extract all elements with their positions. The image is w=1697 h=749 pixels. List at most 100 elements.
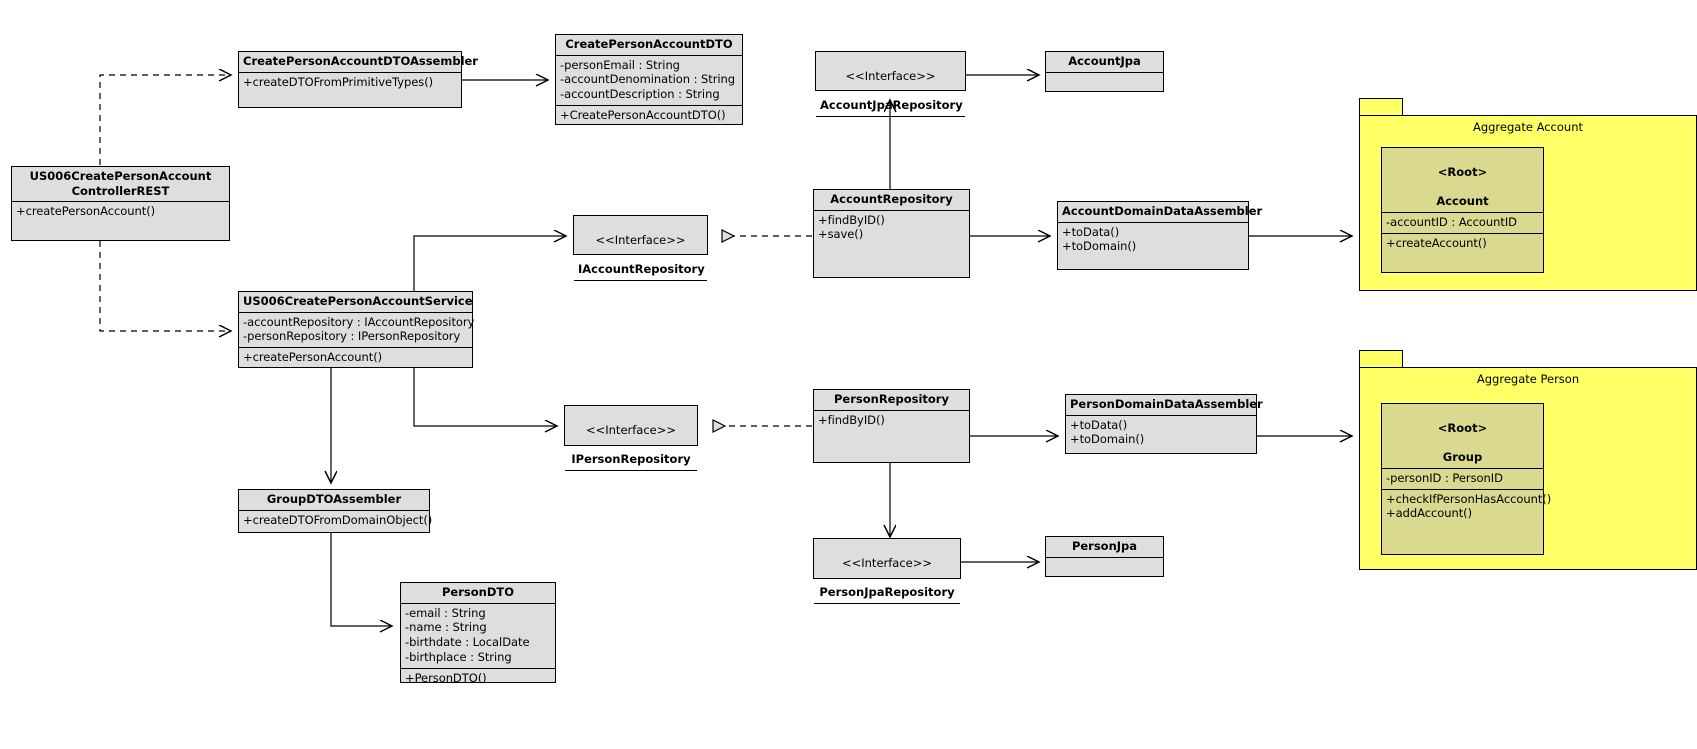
class-method: +CreatePersonAccountDTO()	[560, 107, 726, 122]
edge-groupdtoassembler-to-persondto	[330, 533, 392, 626]
package-aggregate-person[interactable]: Aggregate Person <Root> Group -personID …	[1359, 350, 1697, 570]
class-methods-compartment: +createDTOFromPrimitiveTypes()	[239, 73, 461, 111]
class-box-iaccountrepository[interactable]: <<Interface>> IAccountRepository	[573, 215, 708, 281]
class-title: PersonDTO	[401, 583, 555, 604]
class-methods-compartment: +PersonDTO()	[401, 669, 555, 689]
class-title: US006CreatePersonAccountService	[239, 292, 473, 313]
class-attribute: -accountDenomination : String	[560, 72, 736, 87]
class-title: GroupDTOAssembler	[239, 490, 429, 511]
class-method: +addAccount()	[1386, 506, 1473, 521]
class-members-compartment	[1046, 558, 1163, 580]
class-title: AccountJpa	[1046, 52, 1163, 73]
interface-members-compartment	[574, 281, 707, 293]
class-attribute: -birthdate : LocalDate	[405, 635, 530, 650]
interface-name: PersonJpaRepository	[819, 585, 955, 600]
stereotype-label: <<Interface>>	[845, 68, 936, 83]
interface-title: <<Interface>> IPersonRepository	[565, 406, 697, 471]
class-methods-compartment: +findByID() +save()	[814, 211, 969, 281]
interface-title: <<Interface>> IAccountRepository	[574, 216, 707, 281]
class-box-personrepository[interactable]: PersonRepository +findByID()	[813, 389, 970, 463]
class-box-createpersonaccountdtoassembler[interactable]: CreatePersonAccountDTOAssembler +createD…	[238, 51, 478, 111]
class-method: +createAccount()	[1386, 235, 1487, 250]
class-attributes-compartment: -personID : PersonID	[1382, 469, 1543, 490]
class-attribute: -birthplace : String	[405, 649, 512, 664]
class-box-createpersonaccountdto[interactable]: CreatePersonAccountDTO -personEmail : St…	[555, 34, 743, 125]
class-title: US006CreatePersonAccount ControllerREST	[12, 167, 229, 203]
interface-members-compartment	[814, 604, 960, 616]
class-methods-compartment: +checkIfPersonHasAccount() +addAccount()	[1382, 490, 1552, 524]
interface-members-compartment	[565, 471, 697, 483]
class-box-accountjpa[interactable]: AccountJpa	[1045, 51, 1164, 92]
class-box-groupdtoassembler[interactable]: GroupDTOAssembler +createDTOFromDomainOb…	[238, 489, 433, 536]
class-attribute: -email : String	[405, 605, 486, 620]
class-title: CreatePersonAccountDTOAssembler	[239, 52, 478, 73]
class-title: PersonDomainDataAssembler	[1066, 395, 1263, 416]
package-aggregate-account[interactable]: Aggregate Account <Root> Account -accoun…	[1359, 98, 1697, 291]
stereotype-label: <<Interface>>	[595, 232, 686, 247]
interface-members-compartment	[816, 117, 965, 129]
stereotype-label: <<Interface>>	[841, 555, 933, 570]
class-methods-compartment: +toData() +toDomain()	[1066, 416, 1256, 457]
class-title: PersonRepository	[814, 390, 969, 411]
class-attribute: -personRepository : IPersonRepository	[243, 329, 461, 344]
class-methods-compartment: +createDTOFromDomainObject()	[239, 511, 433, 536]
package-tab	[1359, 98, 1403, 116]
class-title: CreatePersonAccountDTO	[556, 35, 742, 56]
class-methods-compartment: +createAccount()	[1382, 234, 1543, 254]
class-attributes-compartment: -accountRepository : IAccountRepository …	[239, 313, 475, 349]
class-box-us006createpersonaccountservice[interactable]: US006CreatePersonAccountService -account…	[238, 291, 475, 368]
class-attribute: -personEmail : String	[560, 57, 680, 72]
class-method: +checkIfPersonHasAccount()	[1386, 491, 1552, 506]
class-attributes-compartment: -email : String -name : String -birthdat…	[401, 604, 555, 669]
class-members-compartment	[1046, 73, 1163, 95]
class-box-persondomaindataassembler[interactable]: PersonDomainDataAssembler +toData() +toD…	[1065, 394, 1263, 457]
class-box-group-root[interactable]: <Root> Group -personID : PersonID +check…	[1381, 403, 1552, 555]
class-attribute: -accountRepository : IAccountRepository	[243, 314, 475, 329]
class-methods-compartment: +toData() +toDomain()	[1058, 223, 1248, 273]
class-name: Account	[1436, 194, 1489, 209]
class-box-account-root[interactable]: <Root> Account -accountID : AccountID +c…	[1381, 147, 1544, 273]
package-tab	[1359, 350, 1403, 368]
class-method: +toDomain()	[1070, 432, 1145, 447]
class-box-ipersonrepository[interactable]: <<Interface>> IPersonRepository	[564, 405, 698, 471]
edge-service-to-ipersonrepository	[413, 368, 557, 426]
class-attribute: -accountDescription : String	[560, 87, 720, 102]
class-title: <Root> Group	[1382, 404, 1543, 469]
class-method: +createDTOFromPrimitiveTypes()	[243, 74, 434, 89]
class-method: +save()	[818, 227, 864, 242]
class-method: +createDTOFromDomainObject()	[243, 512, 433, 527]
class-method: +findByID()	[818, 212, 885, 227]
package-title: Aggregate Person	[1476, 372, 1580, 386]
class-methods-compartment: +createPersonAccount()	[239, 348, 472, 368]
stereotype-label: <<Interface>>	[585, 422, 677, 437]
class-attribute: -name : String	[405, 620, 487, 635]
class-box-accountdomaindataassembler[interactable]: AccountDomainDataAssembler +toData() +to…	[1057, 201, 1262, 273]
class-method: +toData()	[1062, 224, 1120, 239]
class-method: +PersonDTO()	[405, 670, 487, 685]
edge-controller-to-service	[99, 241, 231, 331]
interface-title: <<Interface>> AccountJpaRepository	[816, 52, 965, 117]
class-name: Group	[1442, 450, 1483, 465]
class-attributes-compartment: -accountID : AccountID	[1382, 213, 1543, 234]
class-method: +createPersonAccount()	[16, 204, 156, 219]
class-box-us006createpersonaccountcontrollerrest[interactable]: US006CreatePersonAccount ControllerREST …	[11, 166, 230, 241]
class-method: +toData()	[1070, 417, 1128, 432]
interface-name: IPersonRepository	[571, 452, 691, 467]
class-box-persondto[interactable]: PersonDTO -email : String -name : String…	[400, 582, 556, 685]
class-title: AccountDomainDataAssembler	[1058, 202, 1262, 223]
class-title: PersonJpa	[1046, 537, 1163, 558]
class-method: +toDomain()	[1062, 239, 1137, 254]
class-box-personjpa[interactable]: PersonJpa	[1045, 536, 1164, 577]
class-box-accountrepository[interactable]: AccountRepository +findByID() +save()	[813, 189, 970, 278]
class-attribute: -accountID : AccountID	[1386, 214, 1517, 229]
class-methods-compartment: +createPersonAccount()	[12, 202, 229, 248]
interface-title: <<Interface>> PersonJpaRepository	[814, 539, 960, 604]
class-box-accountjparepository[interactable]: <<Interface>> AccountJpaRepository	[815, 51, 966, 117]
stereotype-label: <Root>	[1437, 164, 1488, 179]
package-title: Aggregate Account	[1472, 120, 1584, 134]
class-box-personjparepository[interactable]: <<Interface>> PersonJpaRepository	[813, 538, 961, 604]
class-methods-compartment: +CreatePersonAccountDTO()	[556, 106, 742, 126]
class-methods-compartment: +findByID()	[814, 411, 969, 466]
class-method: +createPersonAccount()	[243, 350, 383, 365]
